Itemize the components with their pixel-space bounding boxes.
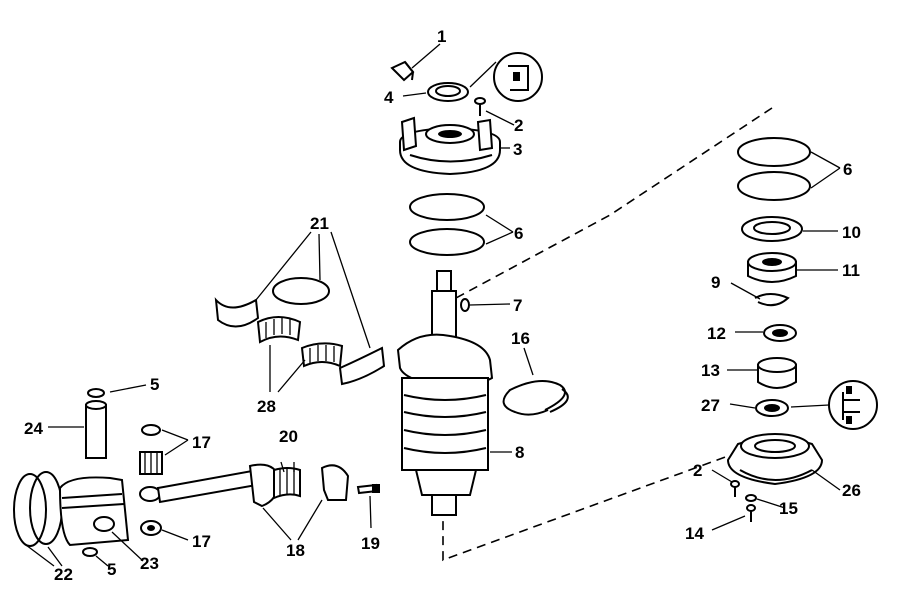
part-4-seal (427, 82, 469, 102)
callout-3: 3 (513, 140, 522, 159)
callout-16: 16 (511, 329, 530, 348)
callout-18: 18 (286, 541, 305, 560)
callout-23: 23 (140, 554, 159, 573)
part-16-snap-ring (502, 380, 569, 416)
part-17-small-bearing-lower (140, 520, 162, 536)
callout-17-lower: 17 (192, 532, 211, 551)
part-26-lower-housing (726, 433, 824, 486)
callout-12: 12 (707, 324, 726, 343)
part-2-screw-lower (730, 480, 740, 497)
callout-14: 14 (685, 524, 704, 543)
callout-19: 19 (361, 534, 380, 553)
part-20-rod-bearing-cages (273, 467, 301, 500)
part-18-connecting-rod (139, 463, 282, 508)
callout-6-right: 6 (843, 160, 852, 179)
part-6-orings-left (409, 193, 485, 256)
callout-13: 13 (701, 361, 720, 380)
callout-8: 8 (515, 443, 524, 462)
callout-21: 21 (310, 214, 329, 233)
callout-2-lower: 2 (693, 461, 702, 480)
callout-15: 15 (779, 499, 798, 518)
callout-20: 20 (279, 427, 298, 446)
part-12-small-seal (763, 324, 797, 342)
leader-lines (25, 43, 841, 567)
part-1-bracket (390, 60, 415, 82)
callout-24: 24 (24, 419, 43, 438)
part-13-sleeve (757, 357, 797, 389)
part-22-piston-rings (13, 471, 63, 547)
part-15-washer (745, 494, 757, 502)
callout-10: 10 (842, 223, 861, 242)
part-6-orings-right (737, 137, 811, 201)
part-19-screw (356, 483, 380, 495)
part-17-small-bearing-upper (139, 424, 163, 475)
callout-27: 27 (701, 396, 720, 415)
callout-7: 7 (513, 296, 522, 315)
callout-4: 4 (384, 88, 394, 107)
part-24-piston-pin (85, 400, 107, 459)
part-11-ball-bearing (747, 252, 797, 283)
callout-22: 22 (54, 565, 73, 584)
part-9-retaining-ring (754, 293, 790, 307)
callout-labels: 1 4 2 3 6 21 7 16 28 5 24 17 20 8 17 18 … (24, 27, 861, 584)
part-5-retainer-top (87, 388, 105, 398)
part-5-retainer-bottom (82, 547, 98, 557)
callout-5-bottom: 5 (107, 560, 116, 579)
part-10-seal (741, 216, 803, 242)
seal-detail-circle (493, 52, 543, 102)
callout-5-top: 5 (150, 375, 159, 394)
callout-26: 26 (842, 481, 861, 500)
part-23-piston (58, 476, 130, 547)
callout-1: 1 (437, 27, 446, 46)
part-18-rod-cap (320, 464, 350, 501)
seal-detail-circle-lower (828, 380, 878, 430)
part-2-screw-upper (474, 97, 486, 116)
part-3-upper-housing (399, 116, 501, 176)
part-27-seal (755, 399, 789, 417)
callout-9: 9 (711, 273, 720, 292)
part-8-crankshaft (396, 270, 494, 516)
part-7-key (460, 298, 470, 312)
callout-11: 11 (842, 261, 860, 280)
callout-28: 28 (257, 397, 276, 416)
part-14-screw (746, 504, 756, 522)
part-28-needle-cages (256, 316, 344, 368)
part-21-bearing-shells (214, 277, 386, 386)
callout-6-left: 6 (514, 224, 523, 243)
callout-17-upper: 17 (192, 433, 211, 452)
callout-2-upper: 2 (514, 116, 523, 135)
